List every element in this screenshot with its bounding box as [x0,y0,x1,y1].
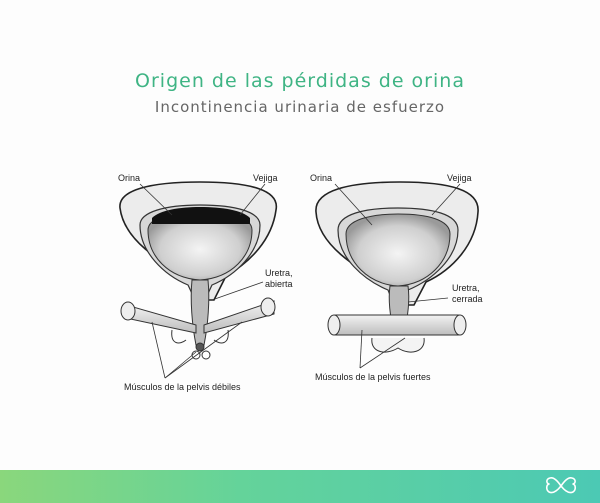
label-urethra-strong-1: Uretra, [452,283,480,293]
label-muscles-strong: Músculos de la pelvis fuertes [315,372,431,382]
page-subtitle: Incontinencia urinaria de esfuerzo [154,98,446,116]
footer-gradient-bar [0,470,600,503]
page-title: Origen de las pérdidas de orina [135,70,465,92]
anatomy-illustrations [119,181,479,379]
label-urine-weak: Orina [118,173,141,183]
label-urine-strong: Orina [310,173,333,183]
label-urethra-weak-1: Uretra, [265,268,293,278]
label-bladder-weak: Vejiga [253,173,278,183]
diagram-weak-pelvis [119,181,278,379]
label-bladder-strong: Vejiga [447,173,472,183]
infinity-hearts-logo-icon [545,477,577,494]
label-muscles-weak: Músculos de la pelvis débiles [124,382,241,392]
diagram-strong-pelvis [315,181,479,369]
label-urethra-strong-2: cerrada [452,294,483,304]
label-urethra-weak-2: abierta [265,279,293,289]
